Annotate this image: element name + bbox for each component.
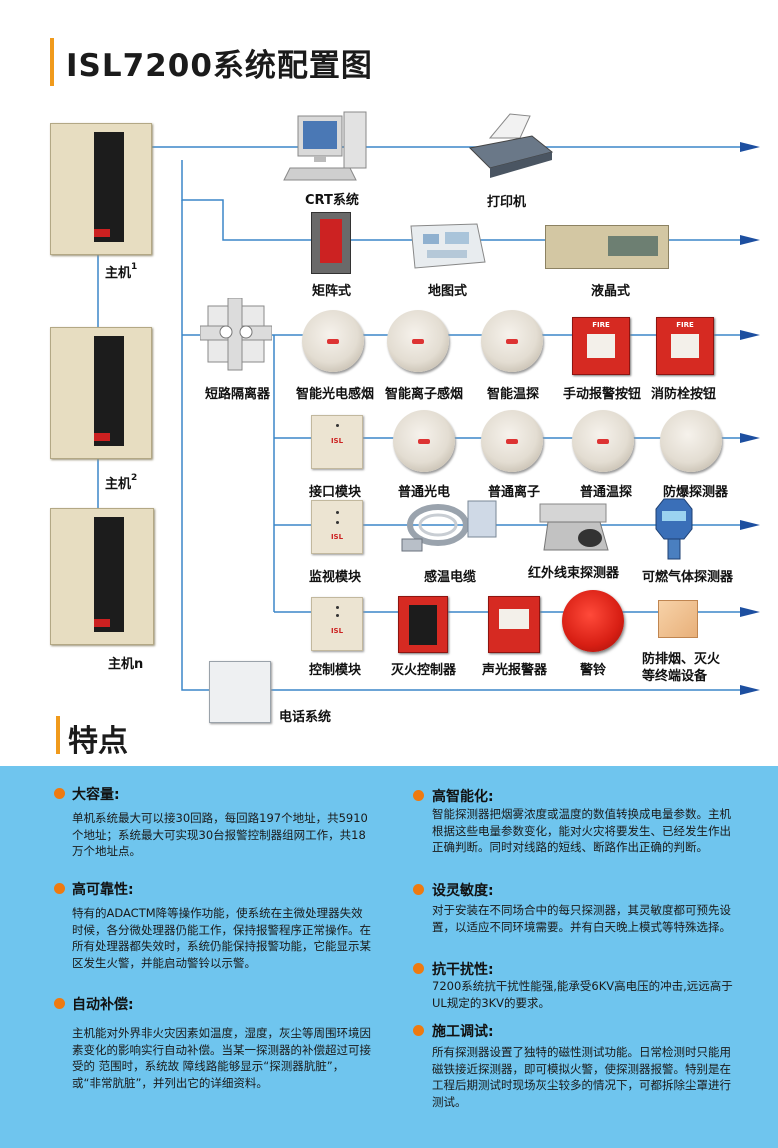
- bullet-icon: [413, 963, 424, 974]
- bullet-icon: [413, 884, 424, 895]
- sound-light-alarm-label: 声光报警器: [482, 663, 548, 678]
- feature-reliability-title: 高可靠性:: [72, 882, 134, 898]
- arrow-phone: [740, 685, 760, 695]
- feature-capacity-title: 大容量:: [72, 787, 120, 803]
- smart-ion-detector-icon: [387, 310, 449, 372]
- host-1-label: 主机1: [105, 262, 138, 281]
- host-n-label: 主机n: [108, 657, 144, 672]
- smart-temp-detector-icon: [481, 310, 543, 372]
- features-panel: [0, 766, 778, 1148]
- lcd-display-icon: [545, 225, 669, 269]
- telephone-system-icon: [209, 661, 271, 723]
- arrow-loop-1: [740, 330, 760, 340]
- interface-module-icon: ISL: [311, 415, 363, 469]
- smart-photo-label: 智能光电感烟: [296, 387, 375, 402]
- matrix-label: 矩阵式: [312, 284, 352, 299]
- feature-sensitivity-title: 设灵敏度:: [432, 883, 494, 899]
- feature-interference-text: 7200系统抗干扰性能强,能承受6KV高电压的冲击,远远高于UL规定的3KV的要…: [432, 979, 733, 1010]
- manual-alarm-label: 手动报警按钮: [563, 387, 642, 402]
- host-2-label: 主机2: [105, 473, 138, 492]
- feature-construction-title: 施工调试:: [432, 1024, 494, 1040]
- manual-alarm-button-icon: FIRE: [572, 317, 630, 375]
- monitor-module-label: 监视模块: [309, 570, 362, 585]
- std-photo-label: 普通光电: [398, 485, 451, 500]
- feature-compensation-text: 主机能对外界非火灾因素如温度，湿度，灰尘等周围环境因素变化的影响实行自动补偿。当…: [72, 1026, 371, 1090]
- map-label: 地图式: [428, 284, 468, 299]
- std-photo-detector-icon: [393, 410, 455, 472]
- isolator-icon: [200, 298, 272, 371]
- telephone-system-label: 电话系统: [279, 710, 332, 725]
- control-module-label: 控制模块: [309, 663, 362, 678]
- std-ion-label: 普通离子: [488, 485, 541, 500]
- std-temp-label: 普通温探: [580, 485, 633, 500]
- smart-temp-label: 智能温探: [487, 387, 540, 402]
- arrow-loop-3: [740, 520, 760, 530]
- interface-module-label: 接口模块: [309, 485, 362, 500]
- hydrant-label: 消防栓按钮: [651, 387, 717, 402]
- matrix-display-icon: [311, 212, 351, 274]
- arrow-crt: [740, 142, 760, 152]
- line-phone: [181, 200, 745, 691]
- page-title: ISL7200系统配置图: [66, 48, 373, 84]
- std-temp-detector-icon: [572, 410, 634, 472]
- lcd-label: 液晶式: [591, 284, 631, 299]
- features-accent-bar: [56, 716, 60, 754]
- terminal-device-label-1: 防排烟、灭火: [642, 652, 721, 667]
- host-1-cabinet: [50, 123, 152, 255]
- title-accent-bar: [50, 38, 54, 86]
- explosion-proof-label: 防爆探测器: [663, 485, 729, 500]
- terminal-device-label-2: 等终端设备: [642, 669, 708, 684]
- printer-icon: [468, 113, 554, 178]
- feature-sensitivity-text: 对于安装在不同场合中的每只探测器，其灵敏度都可预先设置，以适应不同环境需要。并有…: [432, 903, 731, 934]
- arrow-loop-4: [740, 607, 760, 617]
- isolator-label: 短路隔离器: [205, 387, 271, 402]
- map-display-icon: [410, 223, 486, 269]
- feature-compensation-title: 自动补偿:: [72, 997, 134, 1013]
- alarm-bell-icon: [562, 590, 624, 652]
- gas-detector-icon: [655, 498, 693, 560]
- feature-construction-text: 所有探测器设置了独特的磁性测试功能。日常检测时只能用磁铁接近探测器，即可模拟火警…: [432, 1045, 731, 1109]
- arrow-display: [740, 235, 760, 245]
- std-ion-detector-icon: [481, 410, 543, 472]
- host-n-cabinet: [50, 508, 154, 645]
- alarm-bell-label: 警铃: [580, 663, 607, 678]
- line-display: [181, 160, 745, 241]
- control-module-icon: ISL: [311, 597, 363, 651]
- features-title: 特点: [68, 724, 128, 759]
- hydrant-button-icon: FIRE: [656, 317, 714, 375]
- ir-beam-label: 红外线束探测器: [528, 566, 620, 581]
- bullet-icon: [413, 1025, 424, 1036]
- bullet-icon: [413, 790, 424, 801]
- heat-cable-label: 感温电缆: [424, 570, 477, 585]
- gas-detector-label: 可燃气体探测器: [642, 570, 734, 585]
- smart-ion-label: 智能离子感烟: [385, 387, 464, 402]
- feature-reliability-text: 特有的ADACTM降等操作功能，使系统在主微处理器失效时候，各分微处理器仍能工作…: [72, 906, 371, 970]
- monitor-module-icon: ISL: [311, 500, 363, 554]
- terminal-device-icon: [658, 600, 698, 638]
- ir-beam-detector-icon: [539, 503, 609, 551]
- crt-computer-icon: [283, 111, 367, 181]
- feature-interference-title: 抗干扰性:: [432, 962, 494, 978]
- host-2-cabinet: [50, 327, 152, 459]
- smart-photo-detector-icon: [302, 310, 364, 372]
- heat-cable-icon: [401, 500, 497, 552]
- feature-intelligence-title: 高智能化:: [432, 789, 494, 805]
- sound-light-alarm-icon: [488, 596, 540, 653]
- extinguish-controller-label: 灭火控制器: [391, 663, 457, 678]
- bullet-icon: [54, 998, 65, 1009]
- arrow-loop-2: [740, 433, 760, 443]
- feature-intelligence-text: 智能探测器把烟雾浓度或温度的数值转换成电量参数。主机根据这些电量参数变化，能对火…: [432, 807, 731, 854]
- bullet-icon: [54, 788, 65, 799]
- feature-capacity-text: 单机系统最大可以接30回路，每回路197个地址，共5910个地址；系统最大可实现…: [72, 811, 368, 858]
- crt-label: CRT系统: [305, 193, 359, 208]
- printer-label: 打印机: [487, 195, 527, 210]
- explosion-proof-detector-icon: [660, 410, 722, 472]
- extinguish-controller-icon: [398, 596, 448, 653]
- bullet-icon: [54, 883, 65, 894]
